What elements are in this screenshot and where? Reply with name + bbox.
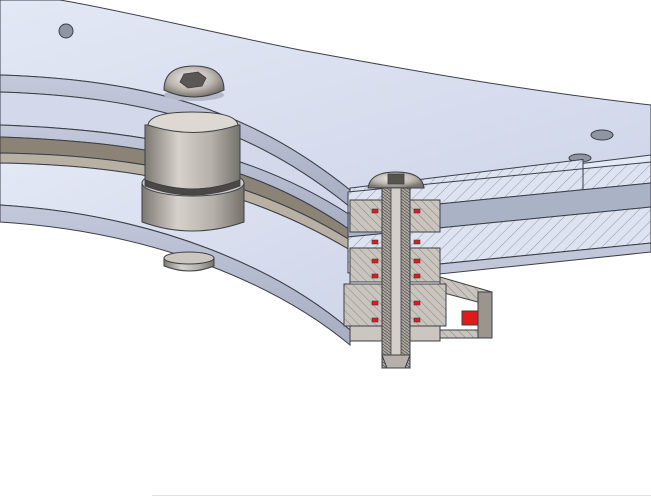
- seal-12: [413, 317, 421, 323]
- nut-right-1: [409, 199, 441, 233]
- button-head-screw-icon: [163, 65, 225, 101]
- washer-left: [349, 325, 383, 342]
- roller-upper-body: [144, 124, 241, 190]
- c-bracket: [439, 276, 493, 339]
- seal-8: [413, 273, 421, 279]
- seal-2: [413, 208, 421, 214]
- c-bracket-seal: [461, 310, 479, 326]
- bottom-divider: [152, 495, 651, 496]
- roller-groove: [144, 179, 241, 196]
- roller-underside-nut-top: [163, 251, 215, 265]
- lower-plate-front-edge: [0, 204, 351, 347]
- washer-right: [409, 325, 441, 342]
- seal-9: [371, 300, 379, 306]
- stud-head-socket: [387, 173, 405, 185]
- seal-11: [371, 317, 379, 323]
- seal-3: [371, 239, 379, 245]
- threaded-stud-assembly: [343, 171, 447, 369]
- stud-tip: [381, 354, 411, 369]
- screw-hex-socket: [179, 71, 207, 89]
- seal-5: [371, 258, 379, 264]
- seal-1: [371, 208, 379, 214]
- stud-core: [390, 187, 402, 369]
- seal-4: [413, 239, 421, 245]
- seal-6: [413, 258, 421, 264]
- roller-top-cap: [147, 111, 239, 133]
- top-plate-hole-2: [590, 129, 614, 141]
- o-ring-seals: [371, 208, 421, 323]
- seal-10: [413, 300, 421, 306]
- roller-bearing-icon: [141, 111, 245, 272]
- roller-lower-body: [141, 182, 245, 232]
- top-plate-hole-1: [58, 23, 74, 39]
- seal-7: [371, 273, 379, 279]
- nut-left-1: [349, 199, 383, 233]
- c-bracket-side: [477, 291, 493, 339]
